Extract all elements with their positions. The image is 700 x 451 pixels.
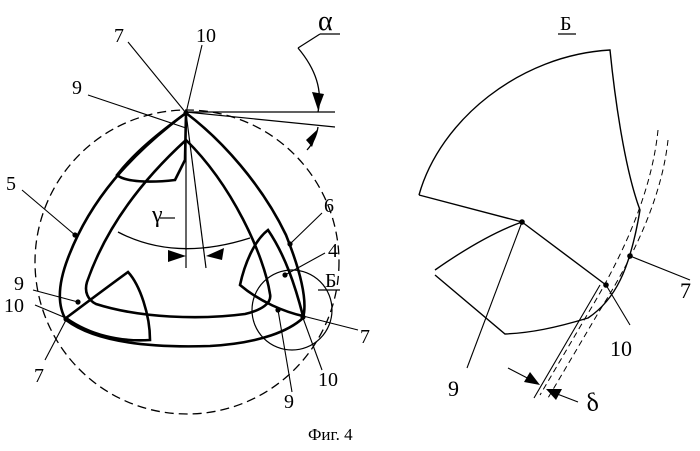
point-5 bbox=[72, 232, 77, 237]
gamma-arrow-left bbox=[168, 250, 186, 262]
leader-10-bottom bbox=[303, 318, 322, 370]
detail-label-9: 9 bbox=[448, 376, 459, 401]
detail-dashed-line-1 bbox=[540, 130, 658, 395]
label-10-left: 10 bbox=[4, 295, 24, 317]
point-9-bottom bbox=[275, 307, 280, 312]
point-top-vertex bbox=[183, 110, 188, 115]
dashed-circumscribed-circle bbox=[35, 110, 339, 414]
delta-arrow-left-head bbox=[524, 372, 540, 385]
alpha-label-leader bbox=[298, 34, 320, 48]
detail-dashed-line-2 bbox=[548, 140, 668, 398]
insert-top bbox=[117, 113, 186, 182]
label-detail-b: Б bbox=[325, 270, 336, 292]
leader-7-left bbox=[45, 320, 66, 360]
detail-inner-lower bbox=[522, 222, 606, 285]
detail-leader-10 bbox=[606, 285, 630, 325]
alpha-line-inclined bbox=[186, 112, 335, 127]
detail-point-7 bbox=[627, 253, 633, 259]
detail-label-delta: δ bbox=[583, 387, 601, 418]
detail-leader-7 bbox=[630, 256, 690, 280]
label-4: 4 bbox=[328, 240, 338, 262]
detail-title: Б bbox=[560, 13, 571, 35]
detail-inner-arc bbox=[435, 222, 522, 270]
detail-label-10: 10 bbox=[610, 336, 632, 361]
label-9-top: 9 bbox=[72, 77, 82, 99]
figure-caption: Фиг. 4 bbox=[308, 425, 353, 444]
point-4 bbox=[282, 272, 287, 277]
detail-point-9 bbox=[519, 219, 525, 225]
label-10-bottom: 10 bbox=[318, 369, 338, 391]
gamma-arc bbox=[118, 232, 250, 249]
leader-5 bbox=[22, 190, 75, 235]
detail-point-10 bbox=[603, 282, 609, 288]
label-7-left: 7 bbox=[34, 365, 44, 387]
detail-view bbox=[419, 50, 690, 402]
label-6: 6 bbox=[324, 195, 334, 217]
point-right-vertex bbox=[300, 314, 305, 319]
leader-7-right bbox=[303, 316, 358, 330]
gamma-arrow-right bbox=[206, 248, 224, 260]
label-9-bottom: 9 bbox=[284, 391, 294, 413]
leader-9-top bbox=[88, 95, 186, 128]
leader-6 bbox=[290, 213, 322, 244]
axis-inclined bbox=[186, 113, 206, 268]
label-7-right: 7 bbox=[360, 326, 370, 348]
leader-10-top bbox=[186, 45, 202, 113]
insert-right bbox=[240, 230, 303, 316]
detail-solid-tangent bbox=[534, 285, 600, 398]
leader-7-top bbox=[128, 42, 186, 113]
leader-9-bottom bbox=[278, 310, 292, 392]
point-left-vertex bbox=[63, 316, 68, 321]
label-7-top: 7 bbox=[114, 25, 124, 47]
label-alpha: α bbox=[318, 6, 333, 37]
detail-sector-outline bbox=[419, 50, 640, 334]
label-5: 5 bbox=[6, 173, 16, 195]
label-gamma: γ bbox=[151, 202, 163, 228]
alpha-arrow-bottom bbox=[306, 129, 318, 147]
point-6 bbox=[287, 241, 292, 246]
detail-view-labels: Б 7 10 9 δ bbox=[448, 13, 691, 418]
detail-label-7: 7 bbox=[680, 278, 691, 303]
alpha-arrow-top bbox=[312, 92, 324, 110]
point-9-left bbox=[75, 299, 80, 304]
label-10-top: 10 bbox=[196, 25, 216, 47]
detail-inner-upper bbox=[419, 195, 522, 222]
label-9-left: 9 bbox=[14, 273, 24, 295]
